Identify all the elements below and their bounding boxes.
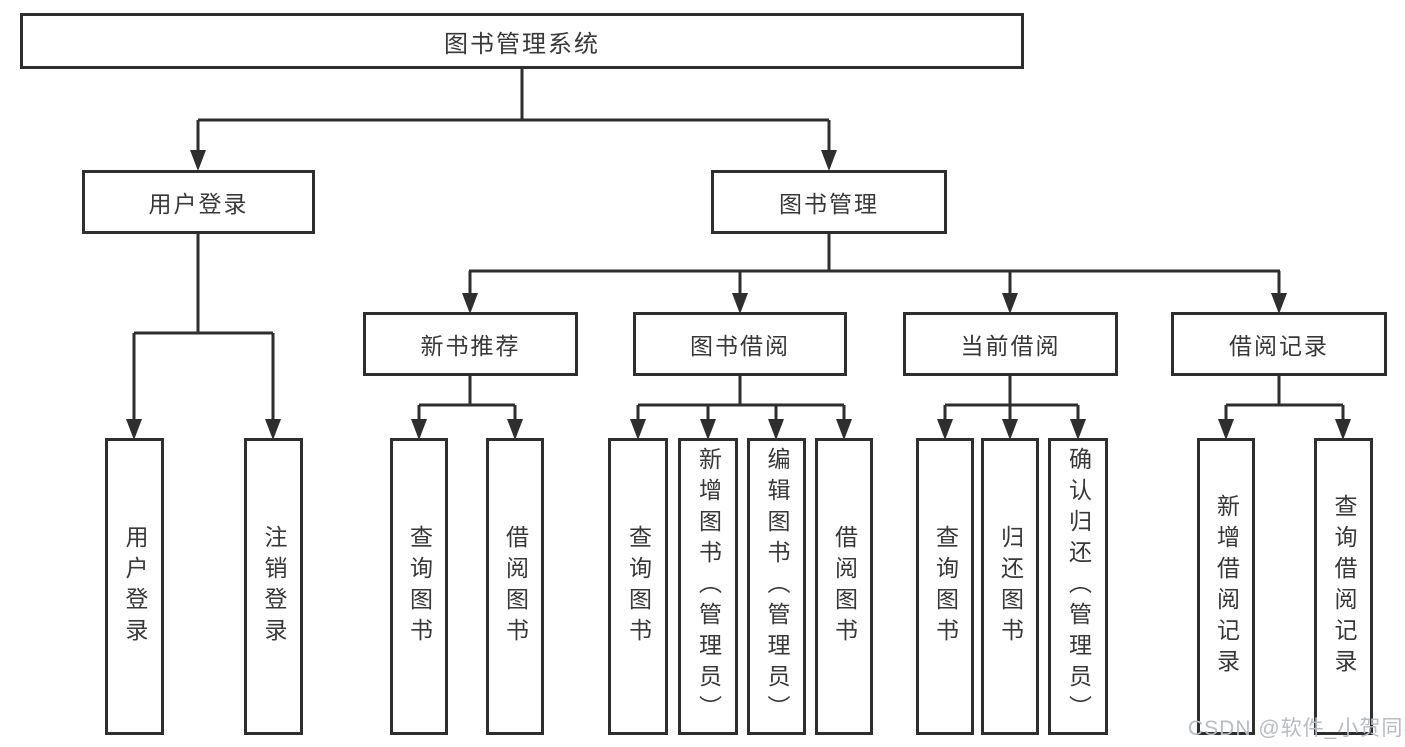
arrowhead: [1002, 419, 1018, 440]
leaf-borrow-books-recommend: 借阅图书: [486, 438, 544, 735]
arrowhead: [462, 293, 478, 314]
leaf-borrow-books: 借阅图书: [815, 438, 873, 735]
arrowhead: [1002, 293, 1018, 314]
arrowhead: [700, 419, 716, 440]
arrowhead: [190, 150, 206, 171]
node-book-management: 图书管理: [711, 170, 947, 234]
arrowhead: [732, 293, 748, 314]
node-borrow-record: 借阅记录: [1171, 312, 1387, 376]
arrowhead: [1070, 419, 1086, 440]
node-new-book-recommend: 新书推荐: [363, 312, 578, 376]
arrowhead: [126, 419, 142, 440]
node-current-borrow: 当前借阅: [903, 312, 1118, 376]
leaf-logout: 注销登录: [244, 438, 303, 735]
leaf-return-books: 归还图书: [981, 438, 1039, 735]
leaf-query-books-current: 查询图书: [916, 438, 974, 735]
csdn-watermark: CSDN @软件_小贺同学: [1188, 717, 1405, 740]
node-root-system: 图书管理系统: [20, 13, 1024, 69]
arrowhead: [507, 419, 523, 440]
arrowhead: [937, 419, 953, 440]
arrowhead: [265, 419, 281, 440]
leaf-add-borrow-record: 新增借阅记录: [1197, 438, 1255, 735]
node-user-login: 用户登录: [82, 170, 315, 234]
arrowhead: [630, 419, 646, 440]
node-book-borrow: 图书借阅: [633, 312, 847, 376]
leaf-query-books-recommend: 查询图书: [390, 438, 448, 735]
arrowhead: [1335, 419, 1351, 440]
arrowhead: [1218, 419, 1234, 440]
leaf-confirm-return-admin: 确认归还（管理员）: [1048, 438, 1108, 735]
leaf-add-books-admin: 新增图书（管理员）: [678, 438, 738, 735]
leaf-query-books-borrow: 查询图书: [608, 438, 668, 735]
arrowhead: [1271, 293, 1287, 314]
arrowhead: [411, 419, 427, 440]
arrowhead: [768, 419, 784, 440]
leaf-query-borrow-record: 查询借阅记录: [1314, 438, 1373, 735]
leaf-user-login: 用户登录: [105, 438, 164, 735]
arrowhead: [821, 150, 837, 171]
arrowhead: [836, 419, 852, 440]
leaf-edit-books-admin: 编辑图书（管理员）: [747, 438, 806, 735]
